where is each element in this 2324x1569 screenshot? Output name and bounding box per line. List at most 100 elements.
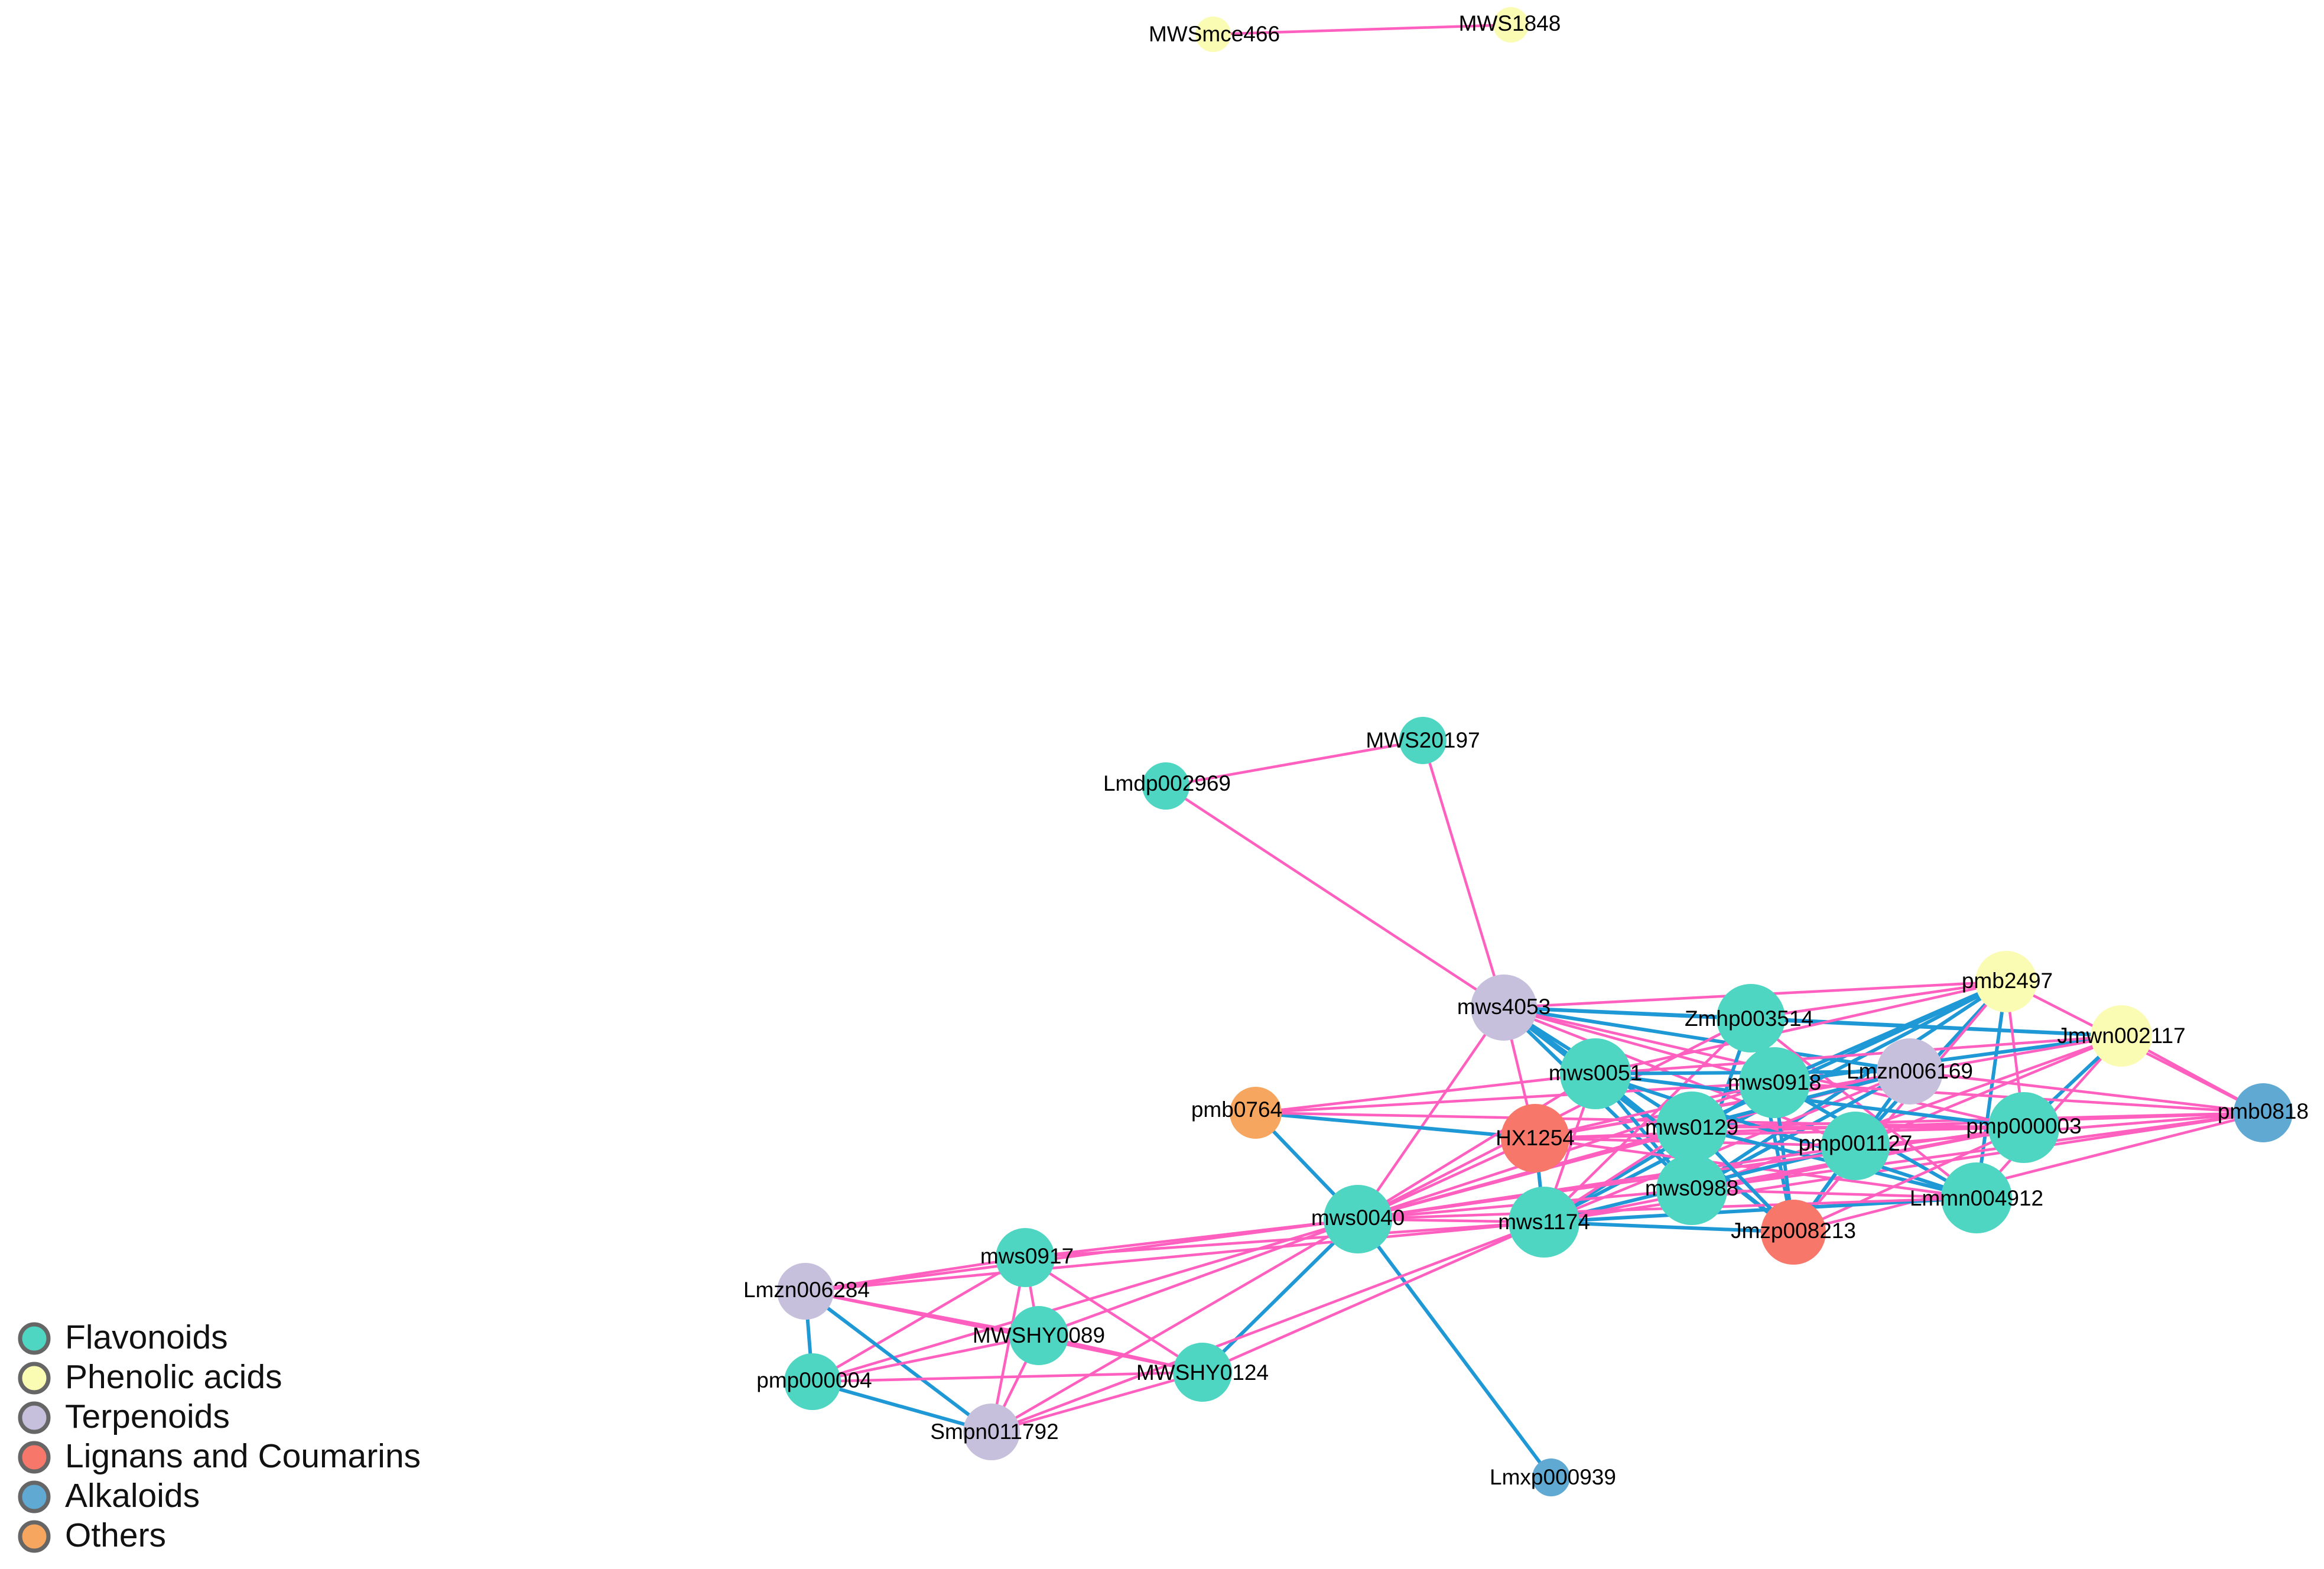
node-circle[interactable] bbox=[1739, 1047, 1810, 1118]
node-circle[interactable] bbox=[1195, 17, 1231, 52]
node-Lmmn004912[interactable]: Lmmn004912 bbox=[1910, 1162, 2043, 1233]
node-circle[interactable] bbox=[784, 1353, 841, 1410]
node-Lmzn006284[interactable]: Lmzn006284 bbox=[743, 1263, 870, 1320]
node-label: mws0040 bbox=[1311, 1206, 1405, 1230]
edge-Zmhp003514-pmb2497 bbox=[1750, 980, 2007, 1020]
node-mws1174[interactable]: mws1174 bbox=[1498, 1187, 1590, 1258]
node-circle[interactable] bbox=[2234, 1083, 2293, 1142]
node-pmp000004[interactable]: pmp000004 bbox=[756, 1353, 872, 1410]
node-pmp000003[interactable]: pmp000003 bbox=[1966, 1092, 2082, 1163]
node-label: pmp000003 bbox=[1966, 1114, 2081, 1138]
node-label: MWS20197 bbox=[1366, 728, 1480, 752]
node-mws0918[interactable]: mws0918 bbox=[1728, 1047, 1821, 1118]
node-mws0040[interactable]: mws0040 bbox=[1311, 1185, 1405, 1253]
node-Lmxp000939[interactable]: Lmxp000939 bbox=[1490, 1458, 1616, 1496]
node-label: HX1254 bbox=[1496, 1126, 1575, 1150]
node-circle[interactable] bbox=[1501, 1104, 1569, 1172]
legend-label: Phenolic acids bbox=[65, 1358, 282, 1396]
node-circle[interactable] bbox=[777, 1263, 834, 1320]
node-mws0129[interactable]: mws0129 bbox=[1645, 1092, 1738, 1162]
node-pmb2497[interactable]: pmb2497 bbox=[1962, 951, 2053, 1012]
node-HX1254[interactable]: HX1254 bbox=[1496, 1104, 1575, 1172]
node-label: MWS1848 bbox=[1459, 11, 1561, 35]
legend-item-others: Others bbox=[18, 1516, 166, 1554]
node-circle[interactable] bbox=[1656, 1154, 1727, 1225]
node-label: MWSmce466 bbox=[1149, 22, 1280, 46]
edge-mws0051-mws0040 bbox=[1357, 1073, 1597, 1220]
legend-label: Others bbox=[65, 1516, 166, 1554]
node-circle[interactable] bbox=[1717, 984, 1785, 1053]
edge-pmb0818-Jmzp008213 bbox=[1793, 1111, 2264, 1234]
edge-mws0040-Lmxp000939 bbox=[1356, 1218, 1553, 1479]
legend-label: Terpenoids bbox=[65, 1398, 230, 1435]
node-circle[interactable] bbox=[1324, 1185, 1392, 1253]
node-circle[interactable] bbox=[1509, 1187, 1579, 1258]
node-circle[interactable] bbox=[1009, 1306, 1068, 1365]
node-label: mws1174 bbox=[1498, 1210, 1590, 1234]
edge-MWS20197-mws4053 bbox=[1421, 740, 1506, 1008]
node-circle[interactable] bbox=[1761, 1200, 1826, 1265]
node-circle[interactable] bbox=[1493, 7, 1529, 43]
node-pmb0818[interactable]: pmb0818 bbox=[2218, 1083, 2309, 1142]
node-label: mws0051 bbox=[1549, 1061, 1642, 1085]
node-circle[interactable] bbox=[1471, 974, 1537, 1041]
node-Zmhp003514[interactable]: Zmhp003514 bbox=[1685, 984, 1813, 1053]
edge-mws0040-MWSHY0124 bbox=[1201, 1217, 1360, 1374]
node-mws0051[interactable]: mws0051 bbox=[1549, 1038, 1642, 1109]
node-Smpn011792[interactable]: Smpn011792 bbox=[930, 1404, 1059, 1460]
node-label: Smpn011792 bbox=[930, 1419, 1058, 1444]
node-label: pmp001127 bbox=[1799, 1131, 1913, 1155]
node-MWS20197[interactable]: MWS20197 bbox=[1366, 717, 1480, 764]
node-Jmwn002117[interactable]: Jmwn002117 bbox=[2057, 1005, 2186, 1067]
node-circle[interactable] bbox=[963, 1404, 1020, 1460]
node-Lmzn006169[interactable]: Lmzn006169 bbox=[1847, 1038, 1973, 1105]
edge-mws1174-mws0917 bbox=[1025, 1220, 1545, 1259]
edge-mws0040-Smpn011792 bbox=[990, 1218, 1359, 1433]
edge-pmb2497-Jmzp008213 bbox=[1792, 980, 2007, 1233]
node-circle[interactable] bbox=[1975, 951, 2037, 1012]
node-MWS1848[interactable]: MWS1848 bbox=[1459, 7, 1561, 43]
node-circle[interactable] bbox=[1941, 1162, 2012, 1233]
node-circle[interactable] bbox=[2091, 1005, 2152, 1067]
node-circle[interactable] bbox=[1399, 717, 1447, 764]
node-MWSmce466[interactable]: MWSmce466 bbox=[1149, 17, 1280, 52]
node-circle[interactable] bbox=[1532, 1458, 1570, 1496]
edge-pmp000004-Smpn011792 bbox=[812, 1380, 992, 1434]
edge-Lmmn004912-mws1174 bbox=[1543, 1196, 1977, 1224]
node-MWSHY0124[interactable]: MWSHY0124 bbox=[1136, 1343, 1269, 1402]
legend-swatch bbox=[18, 1362, 51, 1395]
node-MWSHY0089[interactable]: MWSHY0089 bbox=[973, 1306, 1105, 1365]
node-mws0917[interactable]: mws0917 bbox=[980, 1228, 1074, 1287]
node-circle[interactable] bbox=[1230, 1087, 1282, 1139]
edge-mws0917-Smpn011792 bbox=[990, 1257, 1027, 1432]
edge-mws0129-mws0040 bbox=[1357, 1125, 1692, 1221]
node-label: mws0988 bbox=[1645, 1176, 1738, 1200]
node-label: Lmdp002969 bbox=[1103, 771, 1231, 795]
edge-Lmdp002969-mws4053 bbox=[1165, 785, 1505, 1009]
node-label: Lmmn004912 bbox=[1910, 1186, 2043, 1210]
legend-item-phenolic-acids: Phenolic acids bbox=[18, 1358, 282, 1396]
edge-mws0917-pmp000004 bbox=[811, 1256, 1026, 1383]
node-Lmdp002969[interactable]: Lmdp002969 bbox=[1103, 762, 1231, 810]
node-label: mws0918 bbox=[1728, 1070, 1821, 1094]
node-mws4053[interactable]: mws4053 bbox=[1457, 974, 1551, 1041]
node-circle[interactable] bbox=[996, 1228, 1055, 1287]
node-Jmzp008213[interactable]: Jmzp008213 bbox=[1731, 1200, 1856, 1265]
node-pmp001127[interactable]: pmp001127 bbox=[1799, 1112, 1913, 1180]
node-mws0988[interactable]: mws0988 bbox=[1645, 1154, 1738, 1225]
node-label: pmb0764 bbox=[1191, 1097, 1282, 1122]
node-circle[interactable] bbox=[1821, 1112, 1890, 1180]
node-circle[interactable] bbox=[1877, 1038, 1943, 1105]
node-circle[interactable] bbox=[1656, 1092, 1727, 1162]
node-circle[interactable] bbox=[1988, 1092, 2059, 1163]
legend-label: Alkaloids bbox=[65, 1477, 200, 1515]
node-pmb0764[interactable]: pmb0764 bbox=[1191, 1087, 1282, 1139]
edge-mws0040-pmp000004 bbox=[812, 1217, 1358, 1383]
node-circle[interactable] bbox=[1173, 1343, 1232, 1402]
node-circle[interactable] bbox=[1142, 762, 1189, 810]
node-label: mws4053 bbox=[1457, 995, 1551, 1019]
node-circle[interactable] bbox=[1560, 1038, 1631, 1109]
legend-swatch bbox=[18, 1322, 51, 1355]
